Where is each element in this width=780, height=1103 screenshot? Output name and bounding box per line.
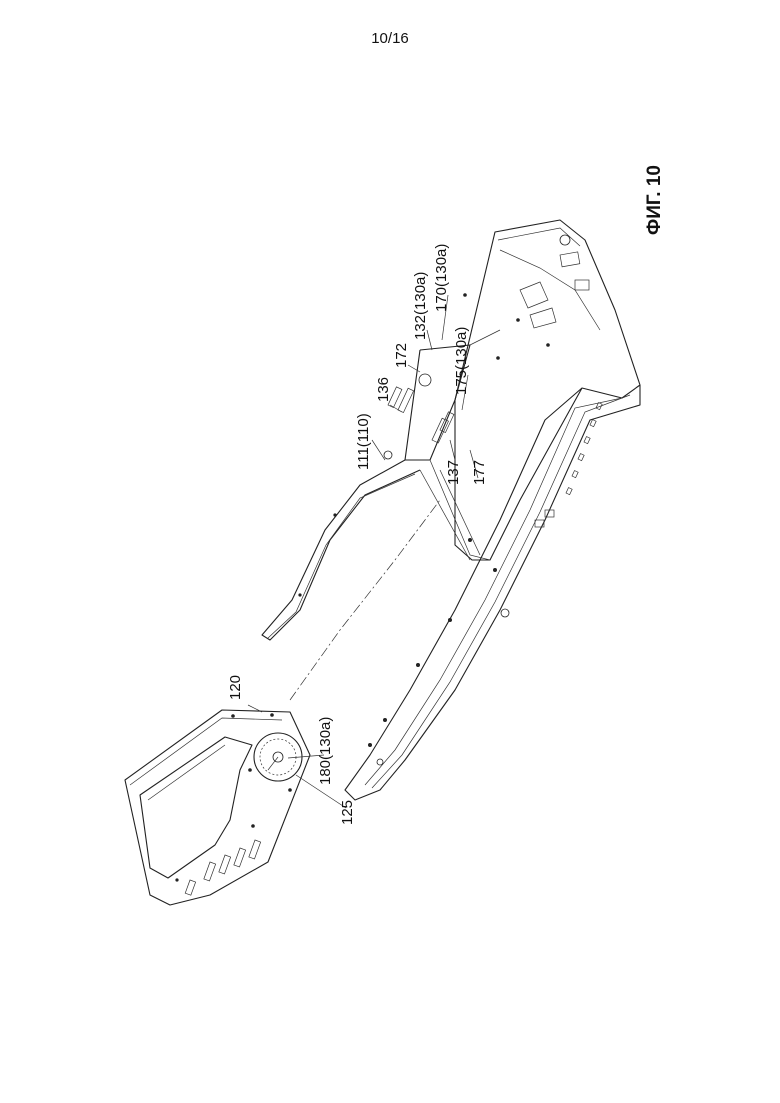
alignment-line <box>290 500 440 700</box>
label-136: 136 <box>375 377 392 402</box>
label-125: 125 <box>339 800 356 825</box>
drive-cage-assembly <box>125 710 310 905</box>
label-172: 172 <box>393 343 410 368</box>
label-170: 170(130a) <box>433 244 450 312</box>
dial-component <box>254 733 302 781</box>
chassis-assembly <box>262 220 640 800</box>
figure-caption: ФИГ. 10 <box>644 165 665 235</box>
cage-side-slots <box>185 840 260 895</box>
connector-slots <box>384 374 454 459</box>
leader-lines <box>248 295 478 808</box>
rail-slots <box>535 403 602 527</box>
label-175: 175(130a) <box>453 327 470 395</box>
label-132: 132(130a) <box>412 272 429 340</box>
label-137: 137 <box>445 460 462 485</box>
label-177: 177 <box>471 460 488 485</box>
label-120: 120 <box>227 675 244 700</box>
label-111: 111(110) <box>355 413 372 470</box>
label-180: 180(130a) <box>317 717 334 785</box>
